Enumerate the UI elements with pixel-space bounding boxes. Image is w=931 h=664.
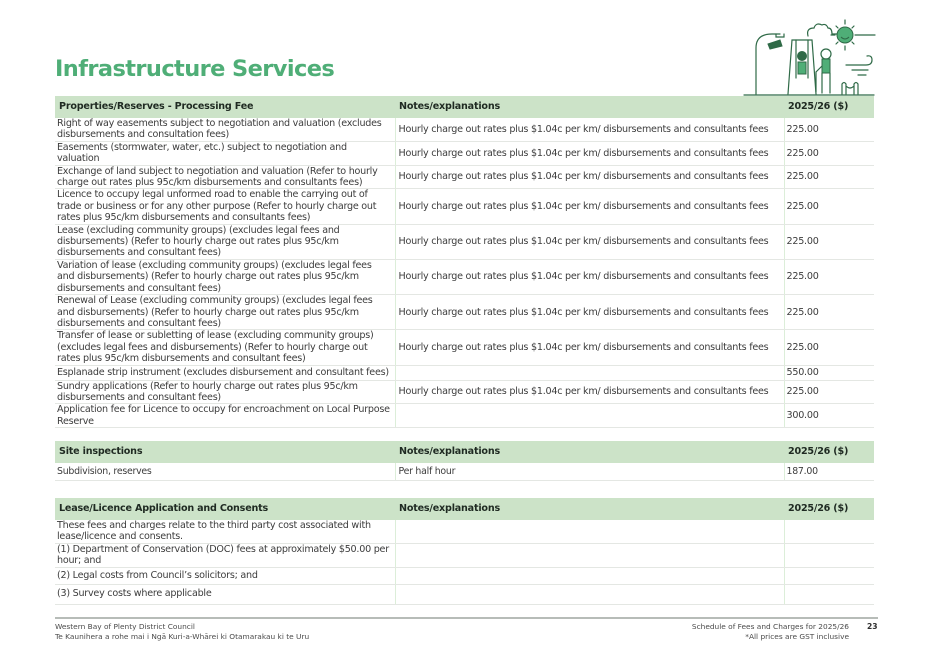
fee-description: (2) Legal costs from Council’s solicitor… [55,567,395,585]
fee-price [783,543,874,568]
fee-price [783,520,874,544]
column-header-notes: Notes/explanations [395,441,784,463]
fee-notes [394,567,784,585]
fee-description: Sundry applications (Refer to hourly cha… [55,380,395,405]
fee-description: These fees and charges relate to the thi… [55,520,395,544]
fee-notes: Hourly charge out rates plus $1.04c per … [394,188,784,225]
table-row: Exchange of land subject to negotiation … [55,165,874,190]
fee-notes [394,403,784,429]
fee-notes: Hourly charge out rates plus $1.04c per … [394,380,784,405]
fee-notes: Hourly charge out rates plus $1.04c per … [394,294,784,331]
table-row: Esplanade strip instrument (excludes dis… [55,365,874,381]
site-inspections-table: Site inspections Notes/explanations 2025… [55,441,874,481]
table-row: Licence to occupy legal unformed road to… [55,188,874,225]
processing-fee-table: Properties/Reserves - Processing Fee Not… [55,96,874,429]
fee-description: Renewal of Lease (excluding community gr… [55,294,395,331]
lease-licence-table: Lease/Licence Application and Consents N… [55,498,874,605]
fee-price [783,584,874,605]
fee-description: Variation of lease (excluding community … [55,259,395,296]
org-name: Western Bay of Plenty District Council [55,622,195,631]
column-header-notes: Notes/explanations [395,96,784,118]
table-header-row: Lease/Licence Application and Consents N… [55,498,874,520]
column-header-price: 2025/26 ($) [784,96,874,118]
fee-price: 225.00 [783,188,874,225]
table-row: (3) Survey costs where applicable [55,584,874,605]
fee-price: 225.00 [783,380,874,405]
fee-description: (1) Department of Conservation (DOC) fee… [55,543,395,568]
footer-divider [55,617,878,619]
fee-notes [394,520,784,544]
fee-notes [394,584,784,605]
column-header-description: Properties/Reserves - Processing Fee [55,96,395,118]
table-row: Application fee for Licence to occupy fo… [55,403,874,429]
table-row: (1) Department of Conservation (DOC) fee… [55,543,874,568]
org-name-maori: Te Kaunihera a rohe mai i Ngā Kuri-a-Whā… [55,632,310,641]
column-header-price: 2025/26 ($) [784,498,874,520]
column-header-description: Lease/Licence Application and Consents [55,498,395,520]
document-title: Schedule of Fees and Charges for 2025/26 [691,622,849,631]
column-header-description: Site inspections [55,441,395,463]
table-row: Variation of lease (excluding community … [55,259,874,296]
fee-description: Lease (excluding community groups) (excl… [55,224,395,260]
fee-description: Subdivision, reserves [55,463,395,481]
table-header-row: Site inspections Notes/explanations 2025… [55,441,874,463]
page-title: Infrastructure Services [55,56,335,82]
fee-notes: Hourly charge out rates plus $1.04c per … [394,165,784,190]
fee-notes: Hourly charge out rates plus $1.04c per … [394,259,784,296]
fee-notes: Hourly charge out rates plus $1.04c per … [394,118,784,142]
fee-description: Application fee for Licence to occupy fo… [55,403,395,429]
fee-price [783,567,874,585]
table-row: Renewal of Lease (excluding community gr… [55,294,874,331]
table-header-row: Properties/Reserves - Processing Fee Not… [55,96,874,118]
footer-document-info: Schedule of Fees and Charges for 2025/26… [692,622,849,642]
table-row: Subdivision, reserves Per half hour 187.… [55,463,874,481]
table-row: These fees and charges relate to the thi… [55,520,874,544]
fee-price: 225.00 [783,141,874,166]
table-row: Easements (stormwater, water, etc.) subj… [55,141,874,166]
table-row: Lease (excluding community groups) (excl… [55,224,874,260]
fee-notes [394,365,784,381]
fee-description: Right of way easements subject to negoti… [55,118,395,142]
table-row: Right of way easements subject to negoti… [55,118,874,142]
fee-description: Exchange of land subject to negotiation … [55,165,395,190]
fee-description: Esplanade strip instrument (excludes dis… [55,365,395,381]
fee-price: 225.00 [783,165,874,190]
column-header-price: 2025/26 ($) [784,441,874,463]
fee-notes: Hourly charge out rates plus $1.04c per … [394,224,784,260]
table-row: Sundry applications (Refer to hourly cha… [55,380,874,405]
park-scene-illustration [743,19,876,96]
fee-price: 225.00 [783,259,874,296]
fee-notes: Per half hour [394,463,784,481]
fee-description: (3) Survey costs where applicable [55,584,395,605]
gst-note: *All prices are GST inclusive [745,632,849,641]
fee-price: 225.00 [783,118,874,142]
fee-price: 187.00 [783,463,874,481]
fee-description: Licence to occupy legal unformed road to… [55,188,395,225]
fee-notes: Hourly charge out rates plus $1.04c per … [394,329,784,366]
fee-price: 225.00 [783,224,874,260]
fee-notes [394,543,784,568]
fee-notes: Hourly charge out rates plus $1.04c per … [394,141,784,166]
table-row: Transfer of lease or subletting of lease… [55,329,874,366]
fee-price: 225.00 [783,294,874,331]
page-number: 23 [867,622,878,631]
fee-price: 550.00 [783,365,874,381]
fee-price: 300.00 [783,403,874,429]
fee-price: 225.00 [783,329,874,366]
fee-description: Transfer of lease or subletting of lease… [55,329,395,366]
fee-description: Easements (stormwater, water, etc.) subj… [55,141,395,166]
footer-organisation: Western Bay of Plenty District Council T… [55,622,309,642]
table-row: (2) Legal costs from Council’s solicitor… [55,567,874,585]
column-header-notes: Notes/explanations [395,498,784,520]
